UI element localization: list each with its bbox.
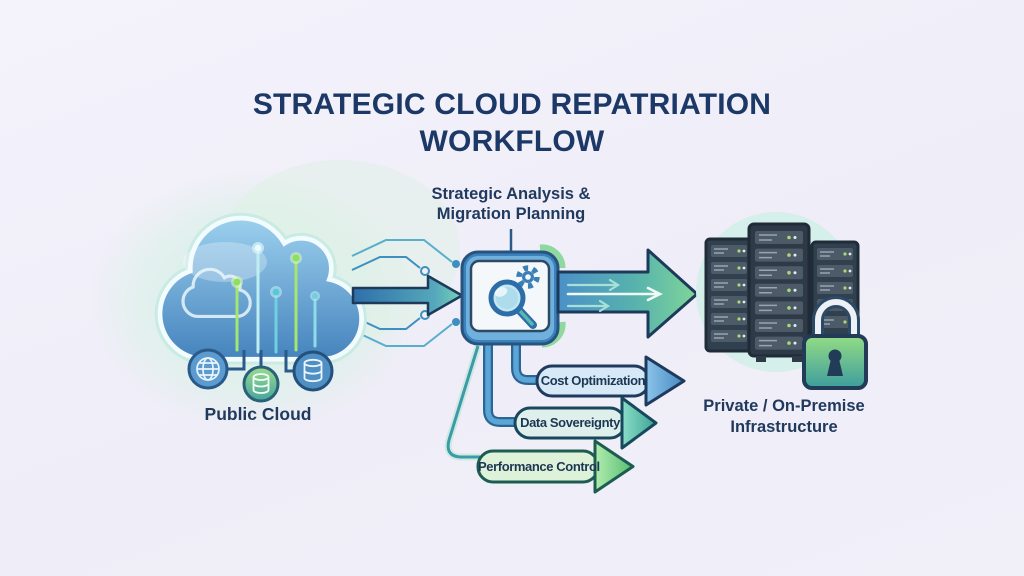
cloud-icon (154, 212, 367, 365)
private-infra-label: Private / On-Premise Infrastructure (668, 396, 900, 438)
analysis-label-line2: Migration Planning (436, 205, 586, 223)
branch-connectors (444, 344, 542, 461)
branch-label-performance-control: Performance Control (478, 459, 600, 474)
analysis-box (460, 244, 566, 348)
private-infra-label-line2: Infrastructure (730, 418, 838, 436)
private-infra-label-line1: Private / On-Premise (703, 397, 865, 415)
branch-arrow-cost-optimization (535, 355, 686, 407)
database-icon-green (242, 365, 280, 403)
branch-arrow-data-sovereignty (513, 396, 658, 450)
branch-label-data-sovereignty: Data Sovereignty (520, 415, 620, 430)
padlock-icon (802, 296, 868, 390)
analysis-label-line1: Strategic Analysis & (431, 185, 591, 203)
cloud-data-lines (231, 242, 320, 354)
database-icon-blue (292, 350, 334, 392)
page-title-line1: STRATEGIC CLOUD REPATRIATION (252, 88, 772, 121)
server-rack-icon (696, 212, 868, 390)
branch-label-cost-optimization: Cost Optimization (540, 373, 646, 388)
branch-arrow-performance-control (476, 439, 635, 494)
public-cloud-label: Public Cloud (204, 404, 312, 424)
cloud-to-analysis-arrow (351, 274, 464, 317)
analysis-label: Strategic Analysis & Migration Planning (396, 184, 626, 224)
globe-icon (187, 348, 229, 390)
page-title: STRATEGIC CLOUD REPATRIATION WORKFLOW (0, 86, 1024, 160)
magnifying-glass-icon (488, 279, 537, 329)
icon-connectors (226, 350, 295, 373)
migration-arrow-icon (556, 248, 699, 339)
circuit-traces (351, 239, 460, 347)
gear-icon (516, 265, 540, 289)
page-title-line2: WORKFLOW (419, 125, 605, 158)
